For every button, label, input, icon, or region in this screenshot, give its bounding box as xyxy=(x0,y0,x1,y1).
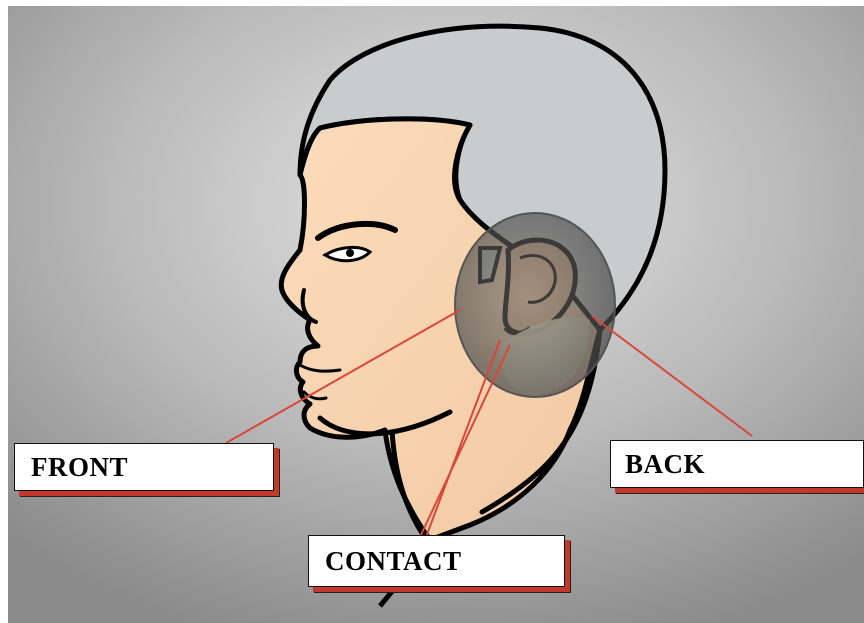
headphone-pad xyxy=(455,213,615,397)
back-label-text: BACK xyxy=(625,449,705,480)
front-label-text: FRONT xyxy=(31,452,128,483)
contact-label-text: CONTACT xyxy=(325,546,462,577)
front-label: FRONT xyxy=(14,443,274,491)
eye-pupil xyxy=(346,249,354,257)
contact-label: CONTACT xyxy=(308,535,565,587)
back-label: BACK xyxy=(610,440,864,488)
